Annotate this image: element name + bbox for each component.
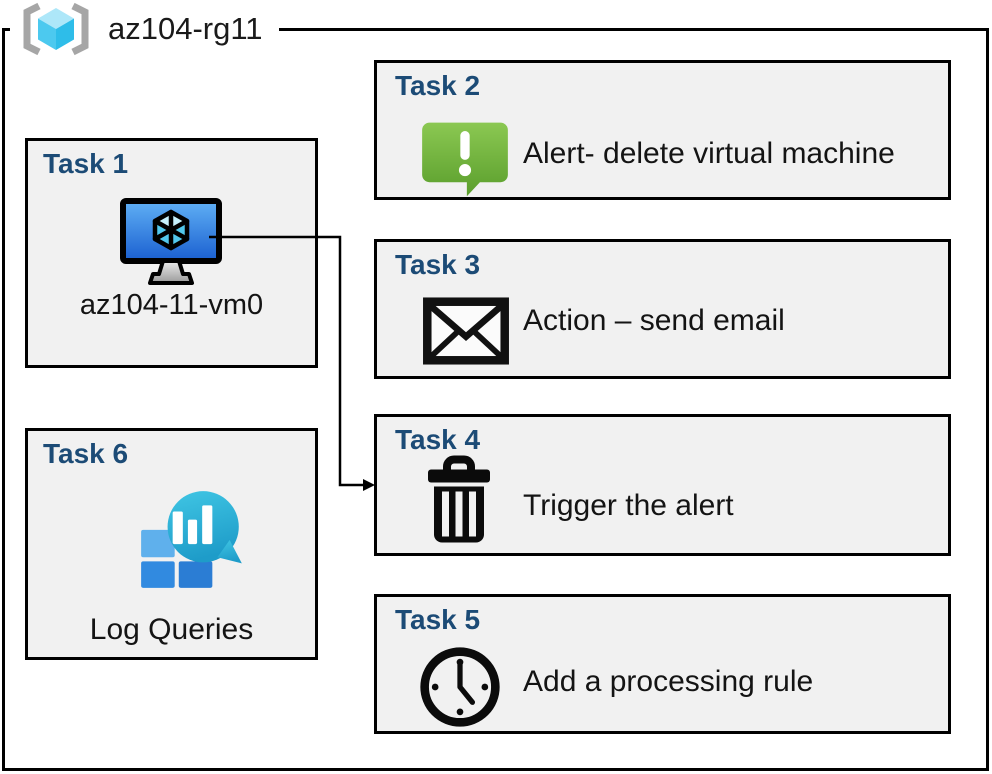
log-analytics-icon (141, 491, 242, 588)
task2-box: Task 2 Alert- delete virtual machine (374, 60, 951, 200)
resource-group-legend: az104-rg11 (10, 0, 279, 58)
task3-title: Task 3 (395, 249, 481, 280)
resource-group-icon (23, 2, 89, 56)
task6-box: Task 6 Log Queries (25, 428, 318, 660)
task2-title: Task 2 (395, 70, 481, 101)
task3-label: Action – send email (523, 304, 785, 337)
virtual-machine-icon (120, 198, 222, 285)
task1-box: Task 1 az104-11-vm0 (25, 138, 318, 368)
email-icon (423, 297, 509, 365)
task3-box: Task 3 Action – send email (374, 239, 951, 379)
task4-title: Task 4 (395, 424, 481, 455)
alert-icon (422, 122, 508, 197)
task5-title: Task 5 (395, 604, 481, 635)
task4-label: Trigger the alert (523, 489, 734, 522)
task1-label: az104-11-vm0 (79, 289, 264, 321)
task5-label: Add a processing rule (523, 665, 814, 698)
task6-title: Task 6 (43, 438, 129, 469)
task1-title: Task 1 (43, 148, 129, 179)
trash-icon (428, 455, 490, 543)
resource-group-title: az104-rg11 (108, 11, 263, 46)
task4-box: Task 4 Trigger the alert (374, 414, 951, 556)
task5-box: Task 5 Add a processing rule (374, 594, 951, 734)
task6-label: Log Queries (89, 613, 254, 646)
clock-icon (420, 647, 500, 727)
task2-label: Alert- delete virtual machine (523, 137, 895, 170)
